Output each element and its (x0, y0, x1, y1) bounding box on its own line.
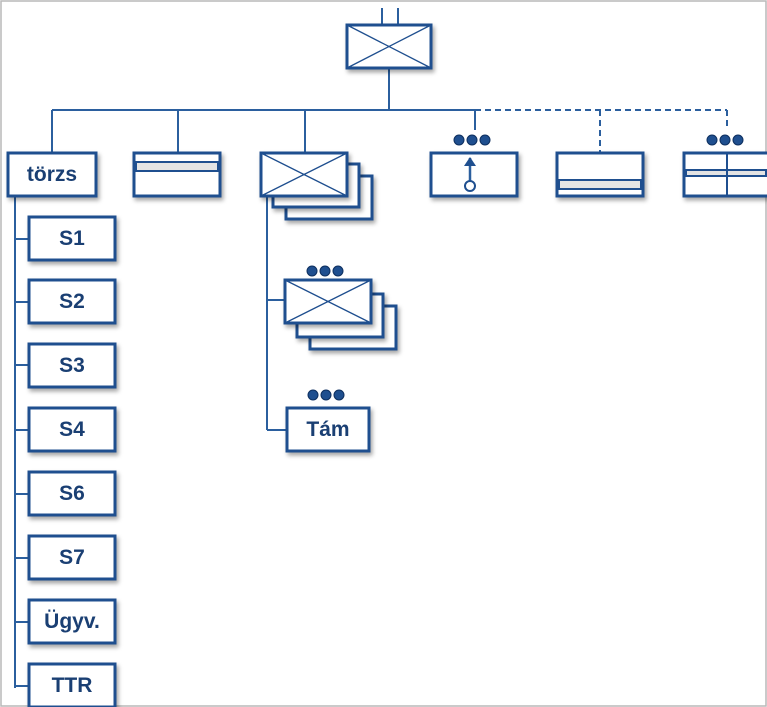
dot-icon (333, 389, 345, 401)
s3-label: S3 (59, 354, 85, 377)
ugyv-box: Ügyv. (27, 598, 117, 645)
s2-box: S2 (27, 278, 117, 325)
sub-unit-stacked-x-box (283, 265, 398, 351)
s6-label: S6 (59, 482, 85, 505)
s2-label: S2 (59, 290, 85, 313)
unit-cross-box (682, 134, 767, 198)
s7-label: S7 (59, 546, 85, 569)
tam-box: Tám (285, 389, 371, 453)
s1-box: S1 (27, 215, 117, 262)
unit-stacked-x-box (259, 151, 374, 221)
circle-icon (464, 180, 476, 192)
unit-arrow-box (429, 134, 519, 198)
torzs-label: törzs (27, 163, 77, 186)
tam-label: Tám (306, 418, 349, 441)
arrowhead-icon (464, 157, 476, 166)
dot-icon (320, 389, 332, 401)
dot-icon (466, 134, 478, 146)
unit-bar-bottom-box (555, 151, 645, 198)
hq-box (345, 23, 433, 70)
s3-box: S3 (27, 342, 117, 389)
s4-box: S4 (27, 406, 117, 453)
dot-icon (706, 134, 718, 146)
dot-icon (732, 134, 744, 146)
dot-icon (453, 134, 465, 146)
dot-icon (719, 134, 731, 146)
connector-lines (14, 8, 728, 688)
dot-icon (479, 134, 491, 146)
dot-icon (307, 389, 319, 401)
dot-icon (306, 265, 318, 277)
dot-icon (332, 265, 344, 277)
s7-box: S7 (27, 534, 117, 581)
torzs-box: törzs (6, 151, 98, 198)
ugyv-label: Ügyv. (44, 610, 100, 633)
s6-box: S6 (27, 470, 117, 517)
s1-label: S1 (59, 227, 85, 250)
ttr-box: TTR (27, 662, 117, 707)
s4-label: S4 (59, 418, 85, 441)
unit-bar-top-box (132, 151, 222, 198)
ttr-label: TTR (52, 674, 93, 697)
dot-icon (319, 265, 331, 277)
